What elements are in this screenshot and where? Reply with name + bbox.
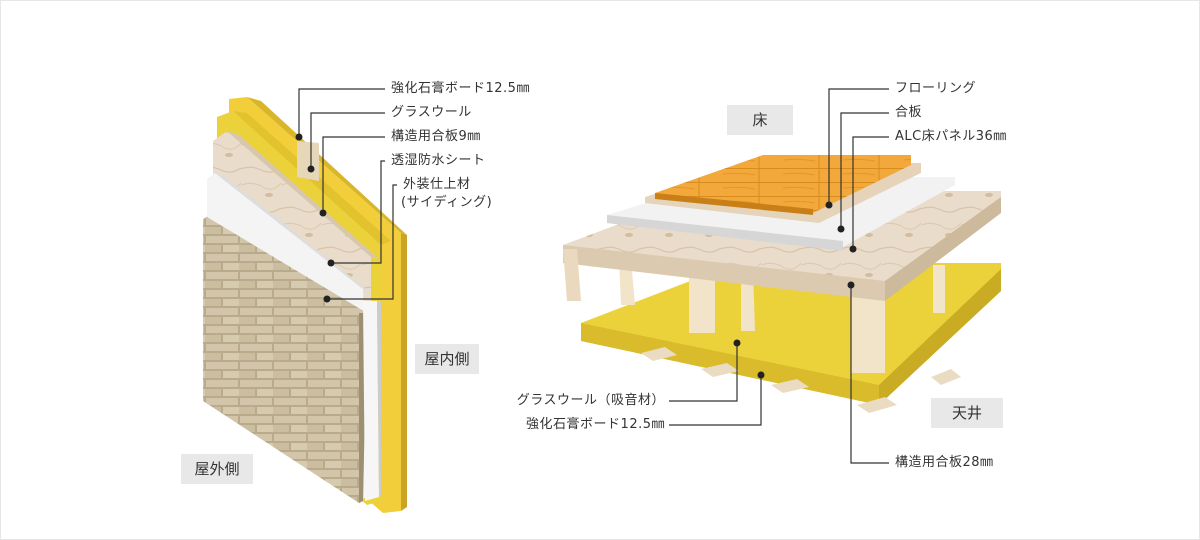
label-floor-plywood: 構造用合板28㎜ bbox=[895, 455, 994, 470]
label-wall-siding-note: (サイディング) bbox=[401, 195, 493, 210]
tag-ceiling: 天井 bbox=[931, 398, 1003, 428]
floor-section bbox=[563, 155, 1001, 413]
wall-section bbox=[203, 97, 407, 513]
floor-flooring bbox=[655, 155, 911, 213]
tag-interior: 屋内側 bbox=[415, 344, 479, 374]
wall-leader-dots bbox=[295, 133, 335, 303]
wall-leader-lines bbox=[298, 88, 397, 300]
floor-leader-lines bbox=[669, 88, 889, 464]
label-floor-subfloor: 合板 bbox=[895, 105, 923, 120]
label-ceiling-glass-wool: グラスウール（吸音材） bbox=[516, 393, 665, 408]
label-wall-membrane: 透湿防水シート bbox=[391, 153, 486, 168]
label-wall-siding: 外装仕上材 bbox=[403, 177, 471, 192]
label-floor-alc: ALC床パネル36㎜ bbox=[895, 129, 1007, 144]
label-wall-glass-wool: グラスウール bbox=[391, 105, 472, 120]
label-ceiling-gypsum: 強化石膏ボード12.5㎜ bbox=[526, 417, 665, 432]
label-wall-gypsum: 強化石膏ボード12.5㎜ bbox=[391, 81, 530, 96]
tag-exterior: 屋外側 bbox=[181, 454, 253, 484]
wall-siding bbox=[203, 217, 367, 503]
label-floor-flooring: フローリング bbox=[895, 81, 977, 96]
tag-floor: 床 bbox=[727, 105, 793, 135]
floor-leader-dots bbox=[733, 201, 857, 379]
label-wall-plywood: 構造用合板9㎜ bbox=[391, 129, 481, 144]
